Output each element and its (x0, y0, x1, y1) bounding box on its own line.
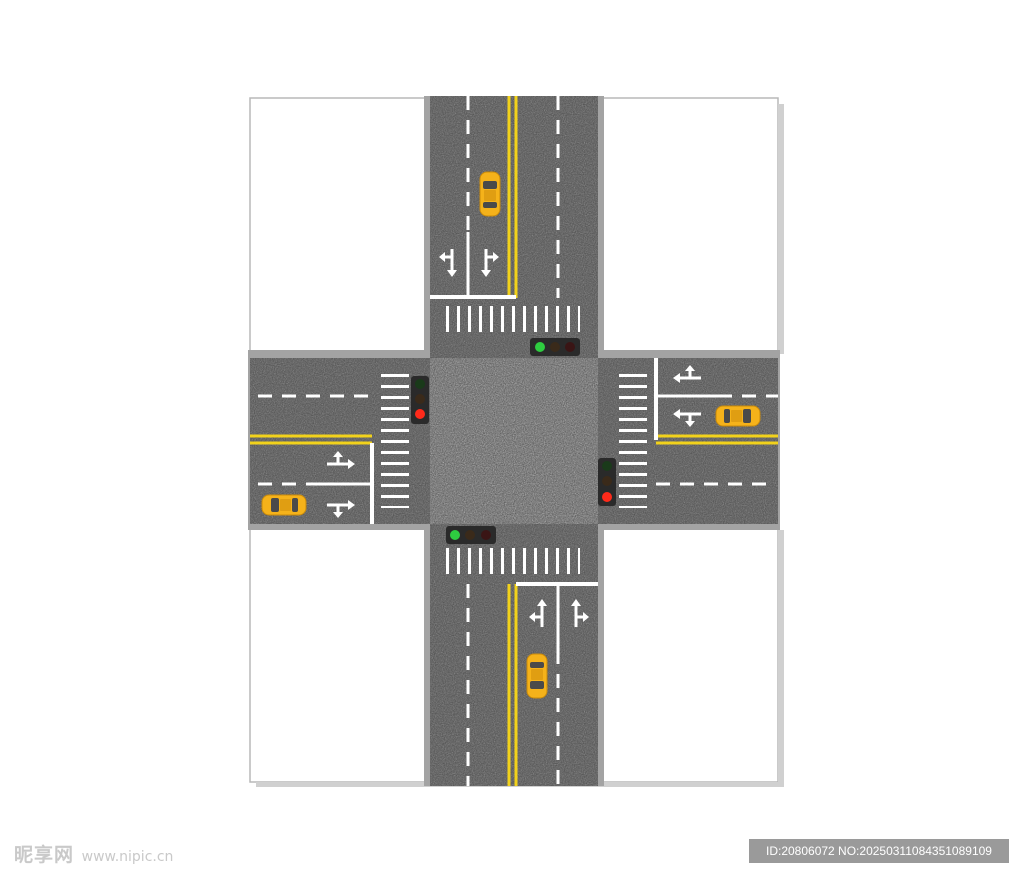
taxi-icon (526, 653, 548, 699)
signal-lamp (481, 530, 491, 540)
traffic-signal-west (411, 376, 429, 424)
traffic-signal-north (530, 338, 580, 356)
signal-lamp (415, 379, 425, 389)
road-surface (248, 96, 780, 786)
traffic-signal-east (598, 458, 616, 506)
south-approach-markings (446, 548, 598, 786)
signal-lamp (535, 342, 545, 352)
signal-lamp (465, 530, 475, 540)
taxi-icon (715, 405, 761, 427)
block-bottom-right (601, 525, 779, 783)
west-approach-markings (250, 374, 409, 524)
signal-lamp (602, 492, 612, 502)
north-approach-markings (430, 96, 580, 332)
watermark-site-name: 昵享网 (14, 844, 75, 866)
watermark-site: 昵享网 www.nipic.cn (14, 840, 173, 867)
block-top-left (249, 97, 431, 355)
signal-lamp (450, 530, 460, 540)
signal-lamp (415, 394, 425, 404)
signal-lamp (565, 342, 575, 352)
signal-lamp (602, 476, 612, 486)
east-approach-markings (619, 358, 778, 508)
watermark-site-url: www.nipic.cn (81, 849, 174, 865)
traffic-signal-south (446, 526, 496, 544)
taxi-icon (261, 494, 307, 516)
watermark-image-id: ID:20806072 NO:20250311084351089109 (749, 839, 1009, 863)
taxi-icon (479, 171, 501, 217)
signal-lamp (415, 409, 425, 419)
block-bottom-left (249, 525, 431, 783)
signal-lamp (550, 342, 560, 352)
signal-lamp (602, 461, 612, 471)
block-top-right (601, 97, 779, 355)
